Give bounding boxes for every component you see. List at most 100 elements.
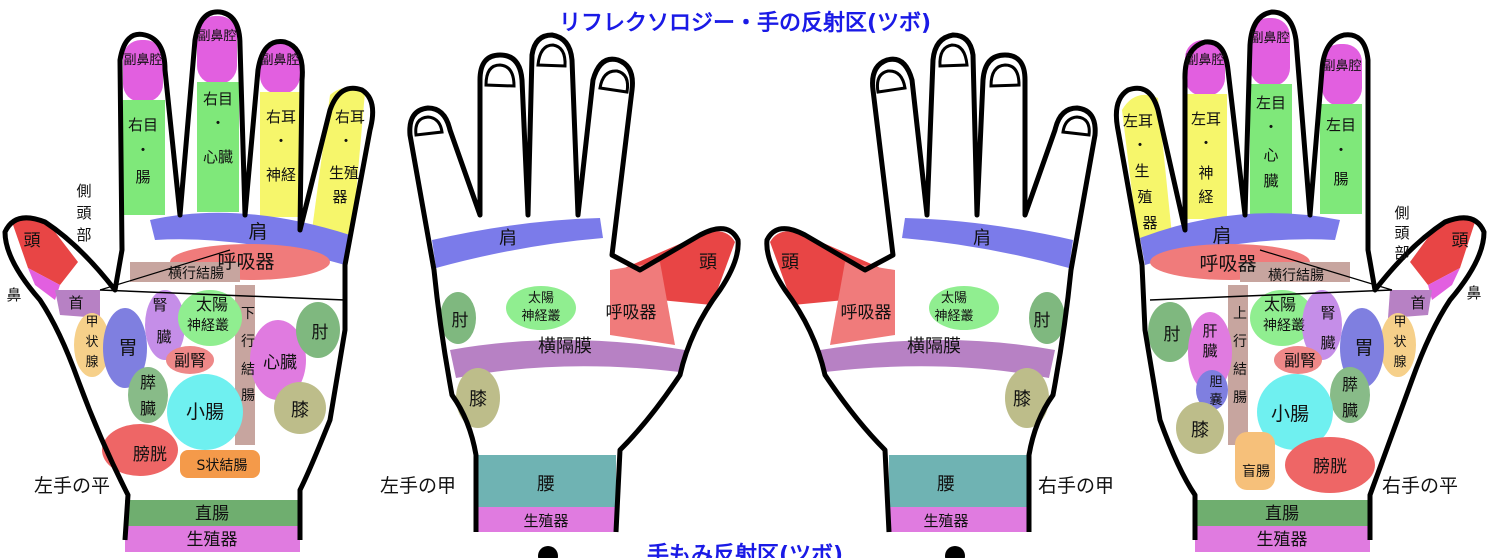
right-palm-caption: 右手の平: [1382, 475, 1458, 497]
ascending-colon-label: 腸: [241, 388, 255, 404]
diaphragm-label: 横隔膜: [538, 336, 592, 357]
lung-label: 呼吸器: [217, 251, 274, 273]
rectum-label: 直腸: [195, 504, 229, 524]
elbow-label: 肘: [1164, 325, 1181, 345]
lumbar-label: 腰: [937, 474, 955, 495]
ascending-colon-label: 上: [1233, 306, 1247, 322]
finger-label: 副鼻腔: [197, 28, 236, 44]
ascending-colon-label: 結: [241, 362, 255, 378]
finger-label: 臓: [1263, 172, 1278, 190]
genital-label: 生殖器: [923, 512, 968, 530]
nose-label: 鼻: [6, 286, 21, 304]
bottom-title: 手もみ反射区(ツボ): [647, 542, 843, 558]
thyroid-label: 腺: [1393, 355, 1406, 370]
finger-label: 副鼻腔: [123, 52, 162, 68]
kidney-label: 臓: [1320, 334, 1335, 352]
ascending-colon-label: 結: [1233, 362, 1247, 378]
finger-label: ・: [1263, 118, 1278, 136]
shoulder-label: 肩: [973, 228, 991, 249]
finger-label: ・: [1198, 134, 1213, 152]
knee-label: 膝: [469, 389, 487, 410]
gallbladder-label: 嚢: [1209, 392, 1222, 408]
finger-label: 腸: [135, 168, 150, 186]
lung-label: 呼吸器: [1199, 253, 1256, 275]
head-label: 頭: [1452, 231, 1469, 251]
pancreas-label: 膵: [140, 373, 156, 392]
head-label: 頭: [24, 231, 41, 251]
lumbar-label: 腰: [537, 474, 555, 495]
finger-label: 器: [332, 188, 347, 206]
lung-label: 呼吸器: [606, 303, 657, 323]
thyroid-label: 甲: [85, 315, 98, 330]
fingernail-icon: [1063, 117, 1089, 135]
solar-plexus-label: 太陽: [528, 291, 554, 306]
right-back-hand: [767, 35, 1095, 532]
finger-label: 右耳: [266, 108, 296, 126]
solar-plexus-label: 太陽: [1264, 295, 1296, 314]
solar-plexus-label: 神経叢: [187, 318, 229, 334]
solar-plexus-label: 太陽: [941, 291, 967, 306]
solar-plexus-label: 太陽: [196, 295, 228, 314]
head-label: 頭: [699, 252, 717, 273]
pancreas-label: 臓: [140, 399, 156, 418]
finger-label: 生: [1134, 162, 1149, 180]
sigmoid-colon-label: S状結腸: [197, 458, 248, 474]
fingernail-icon: [877, 71, 905, 92]
finger-label: 副鼻腔: [1322, 58, 1361, 74]
finger-label: 左耳: [1191, 110, 1221, 128]
fingernail-icon: [940, 45, 967, 66]
head-label: 頭: [781, 252, 799, 273]
finger-label: 神経: [266, 166, 296, 184]
finger-label: 左目: [1256, 94, 1286, 112]
lung-label: 呼吸器: [841, 303, 892, 323]
finger-label: 心: [1263, 146, 1278, 164]
thyroid-label: 状: [85, 335, 98, 350]
finger-label: 左耳: [1123, 112, 1153, 130]
kidney-label: 臓: [156, 328, 171, 346]
finger-label: 生殖: [329, 164, 359, 182]
fingernail-icon: [538, 45, 565, 66]
finger-label: 神: [1198, 164, 1213, 182]
finger-label: 右目: [128, 116, 158, 134]
solar-plexus-label: 神経叢: [1263, 318, 1305, 334]
diaphragm-label: 横隔膜: [907, 336, 961, 357]
stomach-label: 胃: [118, 337, 137, 359]
right-back-caption: 右手の甲: [1038, 475, 1114, 497]
bottom-dot-left: [538, 546, 558, 558]
left-back-caption: 左手の甲: [380, 475, 456, 497]
solar-plexus-label: 神経叢: [934, 309, 973, 324]
ascending-colon-label: 行: [1233, 334, 1247, 350]
genital-label: 生殖器: [1257, 530, 1308, 550]
sinus-zone: [1250, 18, 1290, 86]
small-intestine-label: 小腸: [186, 401, 224, 423]
finger-label: ・: [273, 132, 288, 150]
sinus-zone: [1322, 44, 1362, 106]
finger-label: ・: [1333, 141, 1348, 159]
finger-label: 副鼻腔: [1250, 30, 1289, 46]
kidney-label: 腎: [1320, 304, 1335, 322]
nose-label: 鼻: [1466, 284, 1481, 302]
shoulder-zone: [432, 218, 603, 268]
lumbar-zone: [889, 455, 1029, 507]
knee-label: 膝: [291, 400, 309, 421]
ascending-colon-label: 腸: [1233, 390, 1247, 406]
shoulder-label: 肩: [1212, 225, 1231, 247]
finger-label: 左目: [1326, 116, 1356, 134]
side-head-label: 頭: [76, 204, 91, 222]
finger-label: 右目: [203, 90, 233, 108]
adrenal-label: 副腎: [1284, 351, 1316, 370]
ascending-colon-label: 下: [241, 306, 255, 322]
head-zone: [1410, 218, 1475, 285]
neck-label: 首: [1410, 294, 1425, 312]
pancreas-label: 膵: [1342, 375, 1358, 394]
shoulder-label: 肩: [248, 221, 267, 243]
fingernail-icon: [486, 65, 514, 86]
fingernail-icon: [991, 65, 1019, 86]
side-head-label: 頭: [1394, 224, 1409, 242]
thyroid-label: 腺: [85, 355, 98, 370]
side-head-label: 側: [1394, 204, 1409, 222]
side-head-label: 部: [76, 226, 91, 244]
sinus-zone: [123, 40, 163, 102]
left-palm-caption: 左手の平: [34, 475, 110, 497]
